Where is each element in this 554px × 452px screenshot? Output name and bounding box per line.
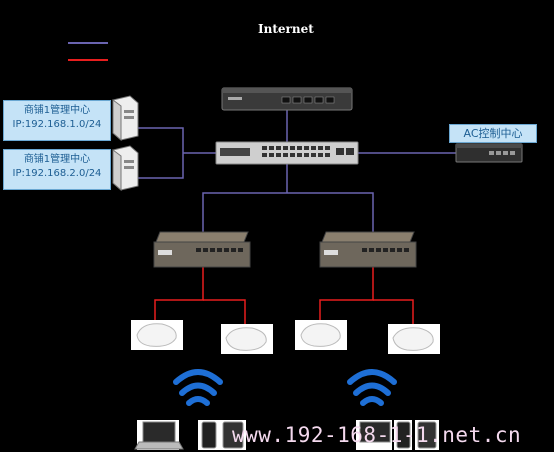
mgmt-center-name: 商铺1管理中心 (23, 154, 91, 165)
mgmt-center-name: 商铺1管理中心 (23, 105, 91, 116)
access-point-icon (131, 320, 183, 350)
mgmt-center-ip: IP:192.168.2.0/24 (12, 168, 102, 179)
access-point-icon (295, 320, 347, 350)
access-point-icon (221, 324, 273, 354)
mgmt-center-box-1: 商铺1管理中心 IP:192.168.1.0/24 (3, 100, 111, 141)
diagram-title: Internet (258, 22, 314, 36)
router-icon (221, 87, 353, 111)
wifi-icon (347, 369, 397, 406)
phone-icon (198, 420, 220, 450)
poe-switch-icon (319, 231, 417, 268)
ac-controller-icon (455, 143, 523, 163)
phone-icon (394, 420, 412, 450)
trunk-links (136, 110, 456, 232)
access-point-icon (388, 324, 440, 354)
access-links (154, 267, 414, 326)
wifi-icon (173, 369, 223, 406)
poe-switch-icon (153, 231, 251, 268)
watermark: www.192-168-1-1.net.cn (232, 423, 522, 447)
mgmt-center-box-2: 商铺1管理中心 IP:192.168.2.0/24 (3, 149, 111, 190)
ac-center-label: AC控制中心 (449, 124, 537, 143)
tablet-icon (415, 420, 439, 450)
mgmt-center-ip: IP:192.168.1.0/24 (12, 119, 102, 130)
laptop-icon (134, 420, 184, 450)
server-icon (112, 145, 139, 192)
core-switch-icon (215, 141, 359, 165)
laptop-icon (356, 420, 392, 450)
tablet-icon (220, 420, 246, 450)
server-icon (112, 95, 139, 142)
